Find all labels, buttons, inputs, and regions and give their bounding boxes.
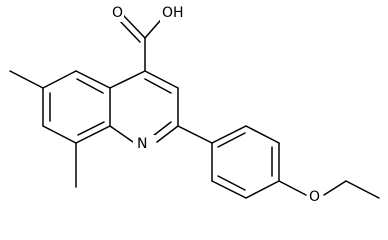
bond-ether-o-ch2 [323, 180, 347, 196]
bond-ph-c1-c2 [211, 125, 247, 144]
bond-ph-c4-c5 [245, 180, 280, 199]
bond-c6-methyl [9, 70, 44, 89]
bond-ch2-ch3 [345, 180, 380, 199]
bond-c4a-c5 [75, 70, 111, 89]
bond-n1-c2 [156, 125, 179, 143]
carbonyl-o-label-bg [111, 4, 124, 22]
bond-c8-c8a-inner [77, 121, 105, 136]
bond-ph-c5-c6-inner [217, 175, 246, 191]
ether-o-label-bg [307, 187, 323, 205]
bond-lines [9, 13, 380, 199]
bond-ph-c1-c2-inner [217, 132, 246, 148]
bond-c3-c4 [144, 70, 179, 89]
atom-labels: OH O N O [111, 4, 323, 205]
bond-c-carbonyl-o-2 [117, 18, 141, 43]
carboxyl-oh-label: OH [162, 5, 184, 21]
bond-c4-c4a [109, 70, 146, 89]
bond-c8-c8a [75, 125, 111, 144]
carbonyl-o-label: O [112, 5, 123, 21]
ether-o-label: O [309, 189, 320, 205]
bond-ph-c2-c3 [245, 125, 280, 144]
chemical-structure-diagram: OH O N O [9, 4, 380, 205]
bond-c7-c8 [42, 125, 77, 144]
ring-n-label: N [137, 136, 147, 152]
bond-c3-c4-inner [144, 78, 172, 94]
bond-c2-phenyl [177, 125, 213, 144]
bond-c5-c6 [42, 70, 77, 89]
carboxyl-oh-label-bg [160, 4, 184, 22]
bond-c-carbonyl-o-1 [122, 14, 146, 39]
bond-n1-c2-inner [152, 121, 172, 137]
bond-ph-ether-o [278, 180, 307, 196]
bond-ph-c5-c6 [211, 180, 247, 199]
bond-c4a-c5-inner [76, 78, 104, 94]
bond-c8a-n1 [109, 125, 134, 143]
ring-n-label-bg [133, 135, 155, 151]
